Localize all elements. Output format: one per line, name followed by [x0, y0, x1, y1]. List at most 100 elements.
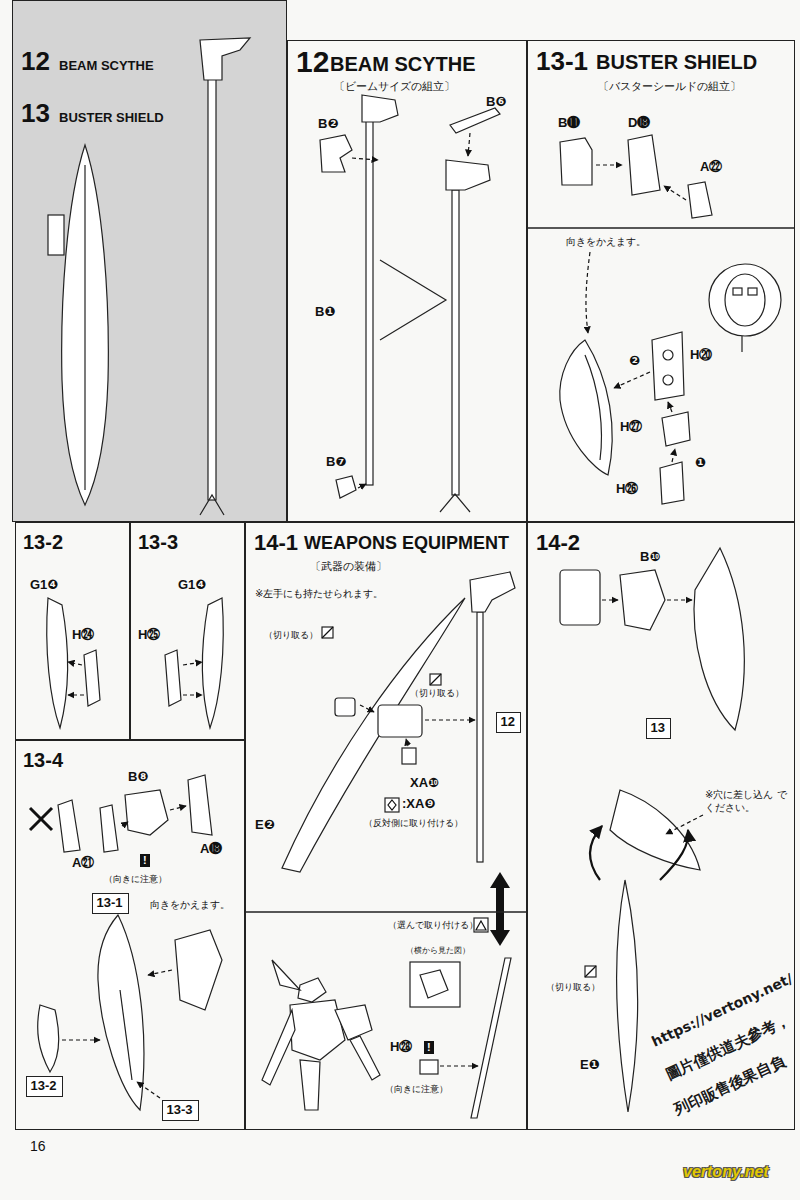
- part-drawing: [100, 805, 118, 852]
- part-label: B❶: [315, 305, 335, 320]
- motion-arrow: [660, 830, 688, 880]
- part-drawing: [440, 494, 470, 512]
- part-drawing: [402, 748, 416, 764]
- wrong-mark: [30, 808, 52, 830]
- assembly-arrow: [667, 599, 692, 600]
- part-drawing: [452, 190, 459, 495]
- part-drawing: [362, 95, 398, 122]
- page-number: 16: [30, 1138, 46, 1154]
- wrong-mark: [30, 808, 52, 830]
- part-drawing: [165, 650, 181, 706]
- assembly-arrow: [664, 186, 686, 200]
- cut-icon-line: [388, 800, 396, 810]
- assembly-arrow: [137, 1082, 160, 1098]
- part-drawing: [385, 798, 399, 812]
- step-number: 13-1: [536, 47, 588, 76]
- step-order-number: ❷: [628, 354, 641, 369]
- part-drawing: [470, 572, 515, 612]
- part-drawing: [725, 274, 765, 326]
- assembly-arrow: [183, 694, 202, 695]
- assembly-arrow: [358, 484, 366, 488]
- part-drawing: [733, 288, 742, 295]
- note-text: （切り取る）: [410, 688, 464, 698]
- part-drawing: [709, 264, 781, 336]
- note-text: （向きに注意）: [104, 874, 167, 884]
- note-text: ※左手にも持たせられます。: [255, 588, 383, 600]
- part-drawing: [585, 355, 601, 460]
- assembly-arrow: [148, 970, 172, 975]
- assembly-arrow: [468, 133, 470, 156]
- part-drawing: [262, 1010, 295, 1085]
- note-text: 向きをかえます。: [566, 236, 646, 248]
- part-label: H㉖: [616, 482, 638, 497]
- assembly-arrow: [68, 662, 82, 665]
- part-drawing: [617, 880, 638, 1112]
- part-label: XA❿: [410, 776, 439, 791]
- part-drawing: [748, 288, 757, 295]
- part-drawing: [350, 1036, 380, 1080]
- part-label: A⓲: [200, 842, 222, 857]
- part-drawing: [471, 958, 511, 1118]
- part-drawing: [208, 75, 216, 500]
- step-reference-box: 12: [496, 712, 521, 733]
- step-reference-box: 13-1: [92, 893, 129, 914]
- assembly-arrow: [62, 1039, 100, 1040]
- step-title: BUSTER SHIELD: [59, 111, 164, 125]
- assembly-arrow: [352, 158, 378, 160]
- assembly-arrow: [440, 1065, 478, 1066]
- part-drawing: [47, 598, 68, 728]
- overview-ground: [12, 0, 287, 522]
- part-drawing: [663, 350, 673, 360]
- part-drawing: [450, 108, 500, 133]
- part-drawing: [58, 800, 80, 852]
- step-title: WEAPONS EQUIPMENT: [304, 534, 509, 554]
- note-text: （切り取る）: [264, 630, 318, 640]
- step-reference-box: 13: [646, 718, 671, 739]
- step-title: BEAM SCYTHE: [59, 59, 154, 73]
- part-drawing: [380, 260, 446, 340]
- part-drawing: [477, 612, 483, 862]
- part-label: B⓫: [558, 116, 580, 131]
- part-label: G1❹: [30, 578, 58, 593]
- wrong-mark: [30, 808, 52, 830]
- part-label: H㉘: [390, 1040, 412, 1055]
- part-drawing: [98, 915, 144, 1110]
- assembly-arrow: [406, 739, 408, 746]
- assembly-arrow: [586, 252, 590, 333]
- part-drawing: [202, 598, 223, 728]
- part-drawing: [300, 1060, 320, 1110]
- part-drawing: [322, 627, 333, 638]
- part-drawing: [662, 412, 690, 446]
- part-drawing: [84, 650, 100, 706]
- note-text: （横から見た図）: [406, 946, 470, 955]
- part-drawing: [694, 548, 744, 730]
- part-drawing: [200, 495, 224, 515]
- part-drawing: [446, 160, 490, 190]
- assembly-arrow: [62, 133, 703, 1098]
- panel-rule: [527, 227, 795, 228]
- part-drawing: [741, 336, 742, 352]
- caution-mark: !: [140, 854, 150, 867]
- part-label: H㉕: [138, 628, 160, 643]
- step-number: 13-2: [23, 531, 63, 553]
- part-label: D⓲: [628, 116, 650, 131]
- step-title: BUSTER SHIELD: [596, 51, 757, 73]
- watermark: https://vertony.net/: [649, 970, 795, 1050]
- part-drawing: [560, 340, 612, 475]
- part-label: H㉔: [72, 628, 94, 643]
- assembly-arrow: [668, 402, 672, 412]
- step-number: 14-2: [536, 531, 580, 555]
- step-panel: 13-1 BUSTER SHIELD 〔バスターシールドの組立〕: [527, 40, 795, 522]
- part-drawing: [620, 570, 665, 630]
- step-subtitle: 〔バスターシールドの組立〕: [598, 81, 741, 93]
- note-text: （選んで取り付ける）: [388, 920, 478, 930]
- part-drawing: [688, 182, 712, 218]
- step-title: BEAM SCYTHE: [330, 53, 476, 75]
- part-label: B❻: [486, 95, 506, 110]
- part-drawing: [320, 135, 352, 172]
- cut-icon-line: [322, 627, 333, 638]
- part-drawing: [188, 775, 212, 835]
- step-reference: 12: [501, 715, 515, 729]
- watermark-logo: vertony.net: [683, 1163, 769, 1181]
- part-drawing: [652, 332, 684, 400]
